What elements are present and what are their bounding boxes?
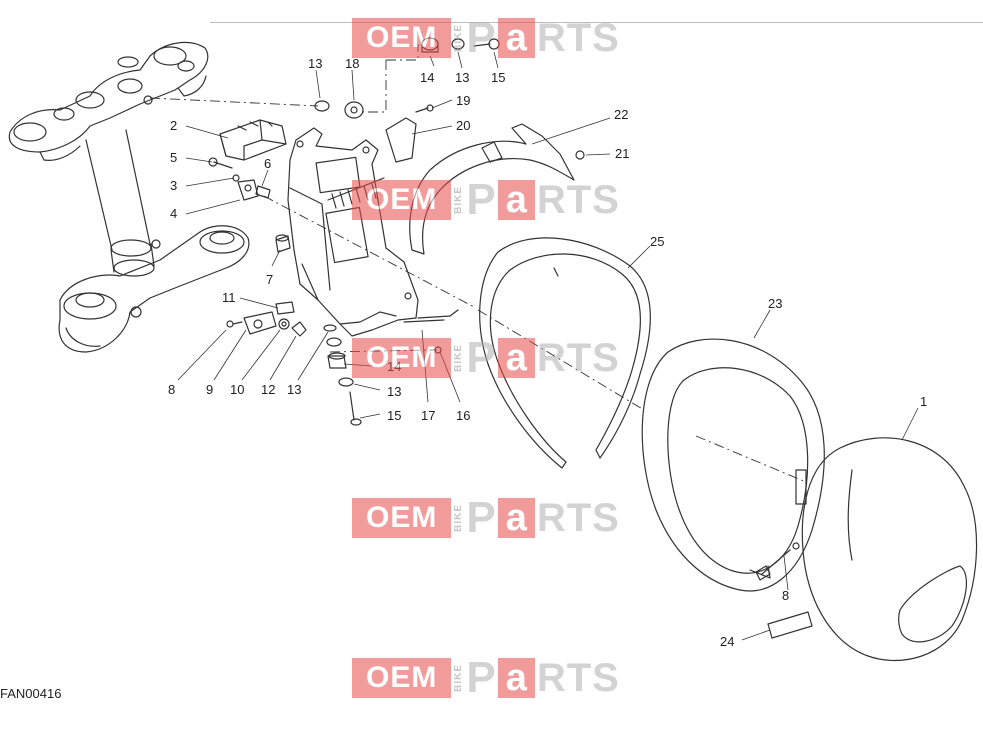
callout-10: 10	[230, 382, 244, 397]
watermark-oem: OEM	[352, 18, 452, 58]
callout-19: 19	[456, 93, 470, 108]
part-13-washer-lower	[326, 337, 342, 347]
part-13-washer	[323, 324, 337, 332]
part-12-grommet	[291, 321, 307, 337]
watermark-rts: RTS	[536, 178, 620, 222]
callout-20: 20	[456, 118, 470, 133]
part-13-washer-bottom	[338, 377, 354, 387]
watermark-rts: RTS	[536, 496, 620, 540]
part-23-headlight-trim	[641, 338, 825, 592]
assembly-centerlines	[149, 44, 807, 483]
part-10-nut	[278, 318, 290, 330]
part-19-screw	[415, 104, 434, 113]
watermark-logo: OEM BIKE P a RTS	[352, 333, 620, 382]
watermark-rts: RTS	[536, 16, 620, 60]
headlight-bracket	[287, 127, 459, 337]
part-24-label	[767, 611, 813, 639]
watermark-p: P	[466, 13, 496, 62]
callout-18: 18	[345, 56, 359, 71]
callout-25: 25	[650, 234, 664, 249]
part-25-headlight-ring	[479, 237, 651, 469]
part-18-bushing	[344, 101, 364, 119]
watermark-logo: OEM BIKE P a RTS	[352, 653, 620, 702]
callout-16: 16	[456, 408, 470, 423]
watermark-a: a	[497, 18, 535, 58]
watermark-p: P	[466, 653, 496, 702]
part-2-module	[219, 119, 287, 161]
upper-triple-clamp	[8, 41, 209, 161]
callout-13-top: 13	[455, 70, 469, 85]
callout-8-headlight: 8	[782, 588, 789, 603]
callout-4: 4	[170, 206, 177, 221]
callout-22: 22	[614, 107, 628, 122]
part-13-washer-top	[451, 38, 465, 50]
watermark-bike: BIKE	[453, 664, 465, 692]
callout-13-stack: 13	[387, 384, 401, 399]
watermark-oem: OEM	[352, 658, 452, 698]
watermark-logo: OEM BIKE P a RTS	[352, 175, 620, 224]
part-21-screw	[575, 150, 585, 160]
callout-17: 17	[421, 408, 435, 423]
watermark-p: P	[466, 333, 496, 382]
watermark-bike: BIKE	[453, 186, 465, 214]
watermark-bike: BIKE	[453, 344, 465, 372]
callout-12: 12	[261, 382, 275, 397]
callout-15-stack: 15	[387, 408, 401, 423]
watermark-logo: OEM BIKE P a RTS	[352, 13, 620, 62]
part-5-screw	[208, 157, 233, 169]
callout-3: 3	[170, 178, 177, 193]
callout-15-top: 15	[491, 70, 505, 85]
watermark-rts: RTS	[536, 656, 620, 700]
watermark-oem: OEM	[352, 180, 452, 220]
callout-23: 23	[768, 296, 782, 311]
part-8-screw-headlight	[755, 542, 800, 581]
callout-2: 2	[170, 118, 177, 133]
callout-8: 8	[168, 382, 175, 397]
steering-stem	[85, 129, 155, 277]
watermark-a: a	[497, 498, 535, 538]
watermark-bike: BIKE	[453, 24, 465, 52]
watermark-logo: OEM BIKE P a RTS	[352, 493, 620, 542]
callout-13-lower-left: 13	[287, 382, 301, 397]
callout-14-top: 14	[420, 70, 434, 85]
watermark-a: a	[497, 658, 535, 698]
callout-21: 21	[615, 146, 629, 161]
part-4-clamp	[237, 179, 259, 201]
part-9-clamp	[243, 311, 277, 335]
watermark-a: a	[497, 338, 535, 378]
part-14-rubber-lower	[327, 352, 347, 369]
part-11-bracket	[275, 301, 295, 315]
callout-11: 11	[222, 290, 236, 305]
callout-24: 24	[720, 634, 734, 649]
watermark-oem: OEM	[352, 338, 452, 378]
watermark-oem: OEM	[352, 498, 452, 538]
part-15-bolt-lower	[349, 391, 362, 426]
diagram-code: FAN00416	[0, 686, 62, 701]
watermark-rts: RTS	[536, 336, 620, 380]
watermark-bike: BIKE	[453, 504, 465, 532]
watermark-p: P	[466, 493, 496, 542]
leader-lines	[177, 51, 919, 641]
callout-9: 9	[206, 382, 213, 397]
part-1-headlight	[801, 437, 978, 662]
part-20-bracket	[385, 117, 417, 163]
part-8-screw	[226, 320, 243, 328]
callout-5: 5	[170, 150, 177, 165]
callout-1: 1	[920, 394, 927, 409]
callout-7: 7	[266, 272, 273, 287]
callout-13-upper: 13	[308, 56, 322, 71]
watermark-p: P	[466, 175, 496, 224]
callout-6: 6	[264, 156, 271, 171]
part-7-spacer	[275, 234, 291, 253]
top-rule	[210, 22, 983, 23]
watermark-a: a	[497, 180, 535, 220]
lower-triple-clamp	[58, 225, 250, 353]
